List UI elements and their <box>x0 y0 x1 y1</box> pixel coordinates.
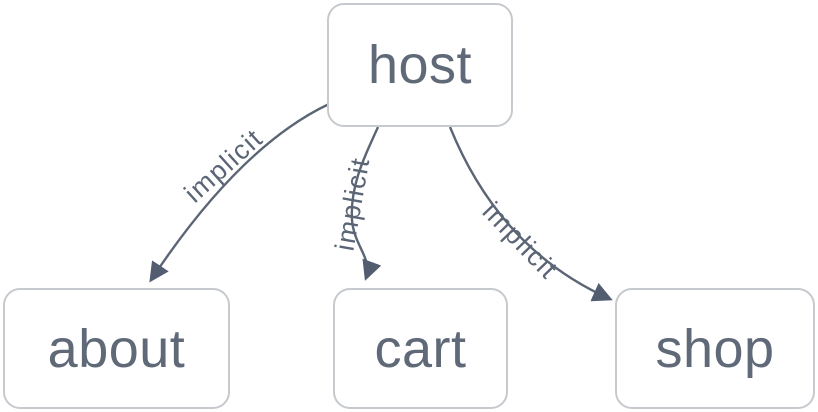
edge-host-cart <box>350 126 382 281</box>
node-cart-label: cart <box>374 318 467 379</box>
edge-label-host-about: implicit <box>178 122 269 209</box>
node-host: host <box>327 3 513 127</box>
node-shop-label: shop <box>655 318 775 379</box>
edge-label-host-shop: implicit <box>476 196 564 286</box>
node-about-label: about <box>47 318 186 379</box>
edge-host-shop <box>448 126 613 302</box>
edge-host-about <box>149 102 330 283</box>
edge-label-host-cart: implicit <box>329 154 376 254</box>
node-host-label: host <box>367 35 473 95</box>
node-cart: cart <box>333 288 508 409</box>
node-shop: shop <box>615 288 815 409</box>
node-about: about <box>3 288 230 409</box>
